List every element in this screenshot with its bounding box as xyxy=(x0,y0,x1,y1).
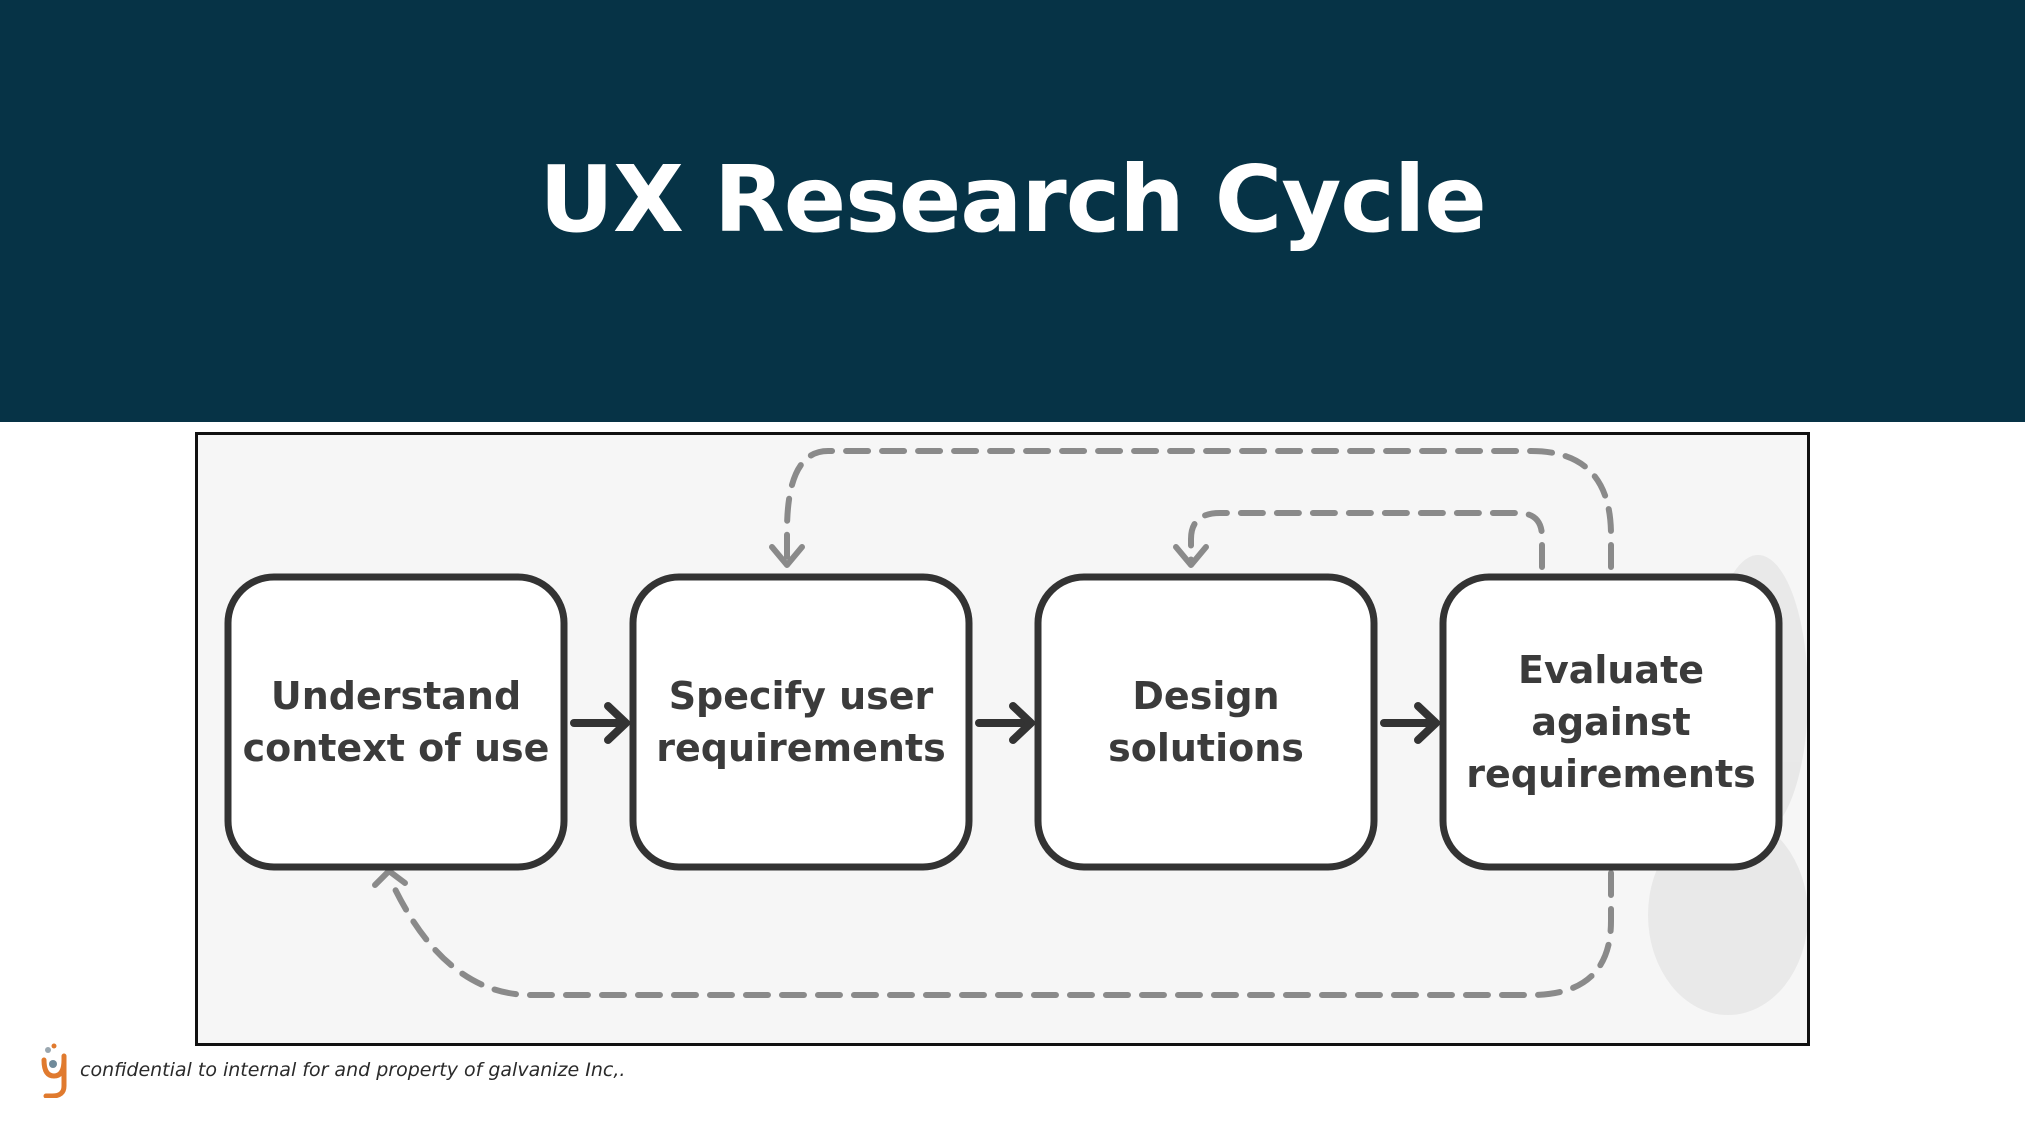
step-box-outline xyxy=(629,573,973,871)
step-box-outline xyxy=(224,573,568,871)
forward-arrow-1 xyxy=(570,702,630,744)
step-box-evaluate-requirements: Evaluate against requirements xyxy=(1439,573,1783,871)
step-label-line: context of use xyxy=(243,726,550,770)
step-label-line: Design xyxy=(1132,674,1279,718)
loop-evaluate-to-design xyxy=(1188,510,1545,570)
loop-evaluate-to-specify xyxy=(784,448,1614,570)
step-box-specify-requirements: Specify user requirements xyxy=(629,573,973,871)
step-box-outline xyxy=(1439,573,1783,871)
step-label-line: Evaluate xyxy=(1518,648,1704,692)
step-label-line: requirements xyxy=(656,726,946,770)
step-box-outline xyxy=(1034,573,1378,871)
loop-arrowhead-understand xyxy=(372,868,408,888)
footer: confidential to internal for and propert… xyxy=(38,1040,625,1100)
step-label-line: against xyxy=(1531,700,1690,744)
footer-confidential-text: confidential to internal for and propert… xyxy=(80,1059,626,1081)
step-box-design-solutions: Design solutions xyxy=(1034,573,1378,871)
step-label-line: Specify user xyxy=(669,674,934,718)
step-label-line: solutions xyxy=(1108,726,1304,770)
loop-arrowhead-specify xyxy=(769,544,805,568)
loop-arrowhead-design xyxy=(1173,544,1209,568)
ux-cycle-diagram: Understand context of use Specify user requ… xyxy=(224,448,1807,1015)
loop-evaluate-to-understand xyxy=(390,870,1614,998)
forward-arrow-2 xyxy=(975,702,1035,744)
slide-title: UX Research Cycle xyxy=(539,146,1487,253)
header-band xyxy=(0,0,2025,422)
galvanize-logo-icon xyxy=(41,1043,67,1098)
step-label-line: requirements xyxy=(1466,752,1756,796)
step-box-understand-context: Understand context of use xyxy=(224,573,568,871)
step-label-line: Understand xyxy=(271,674,521,718)
diagram-frame: Understand context of use Specify user requ… xyxy=(195,432,1810,1046)
forward-arrow-3 xyxy=(1380,702,1440,744)
